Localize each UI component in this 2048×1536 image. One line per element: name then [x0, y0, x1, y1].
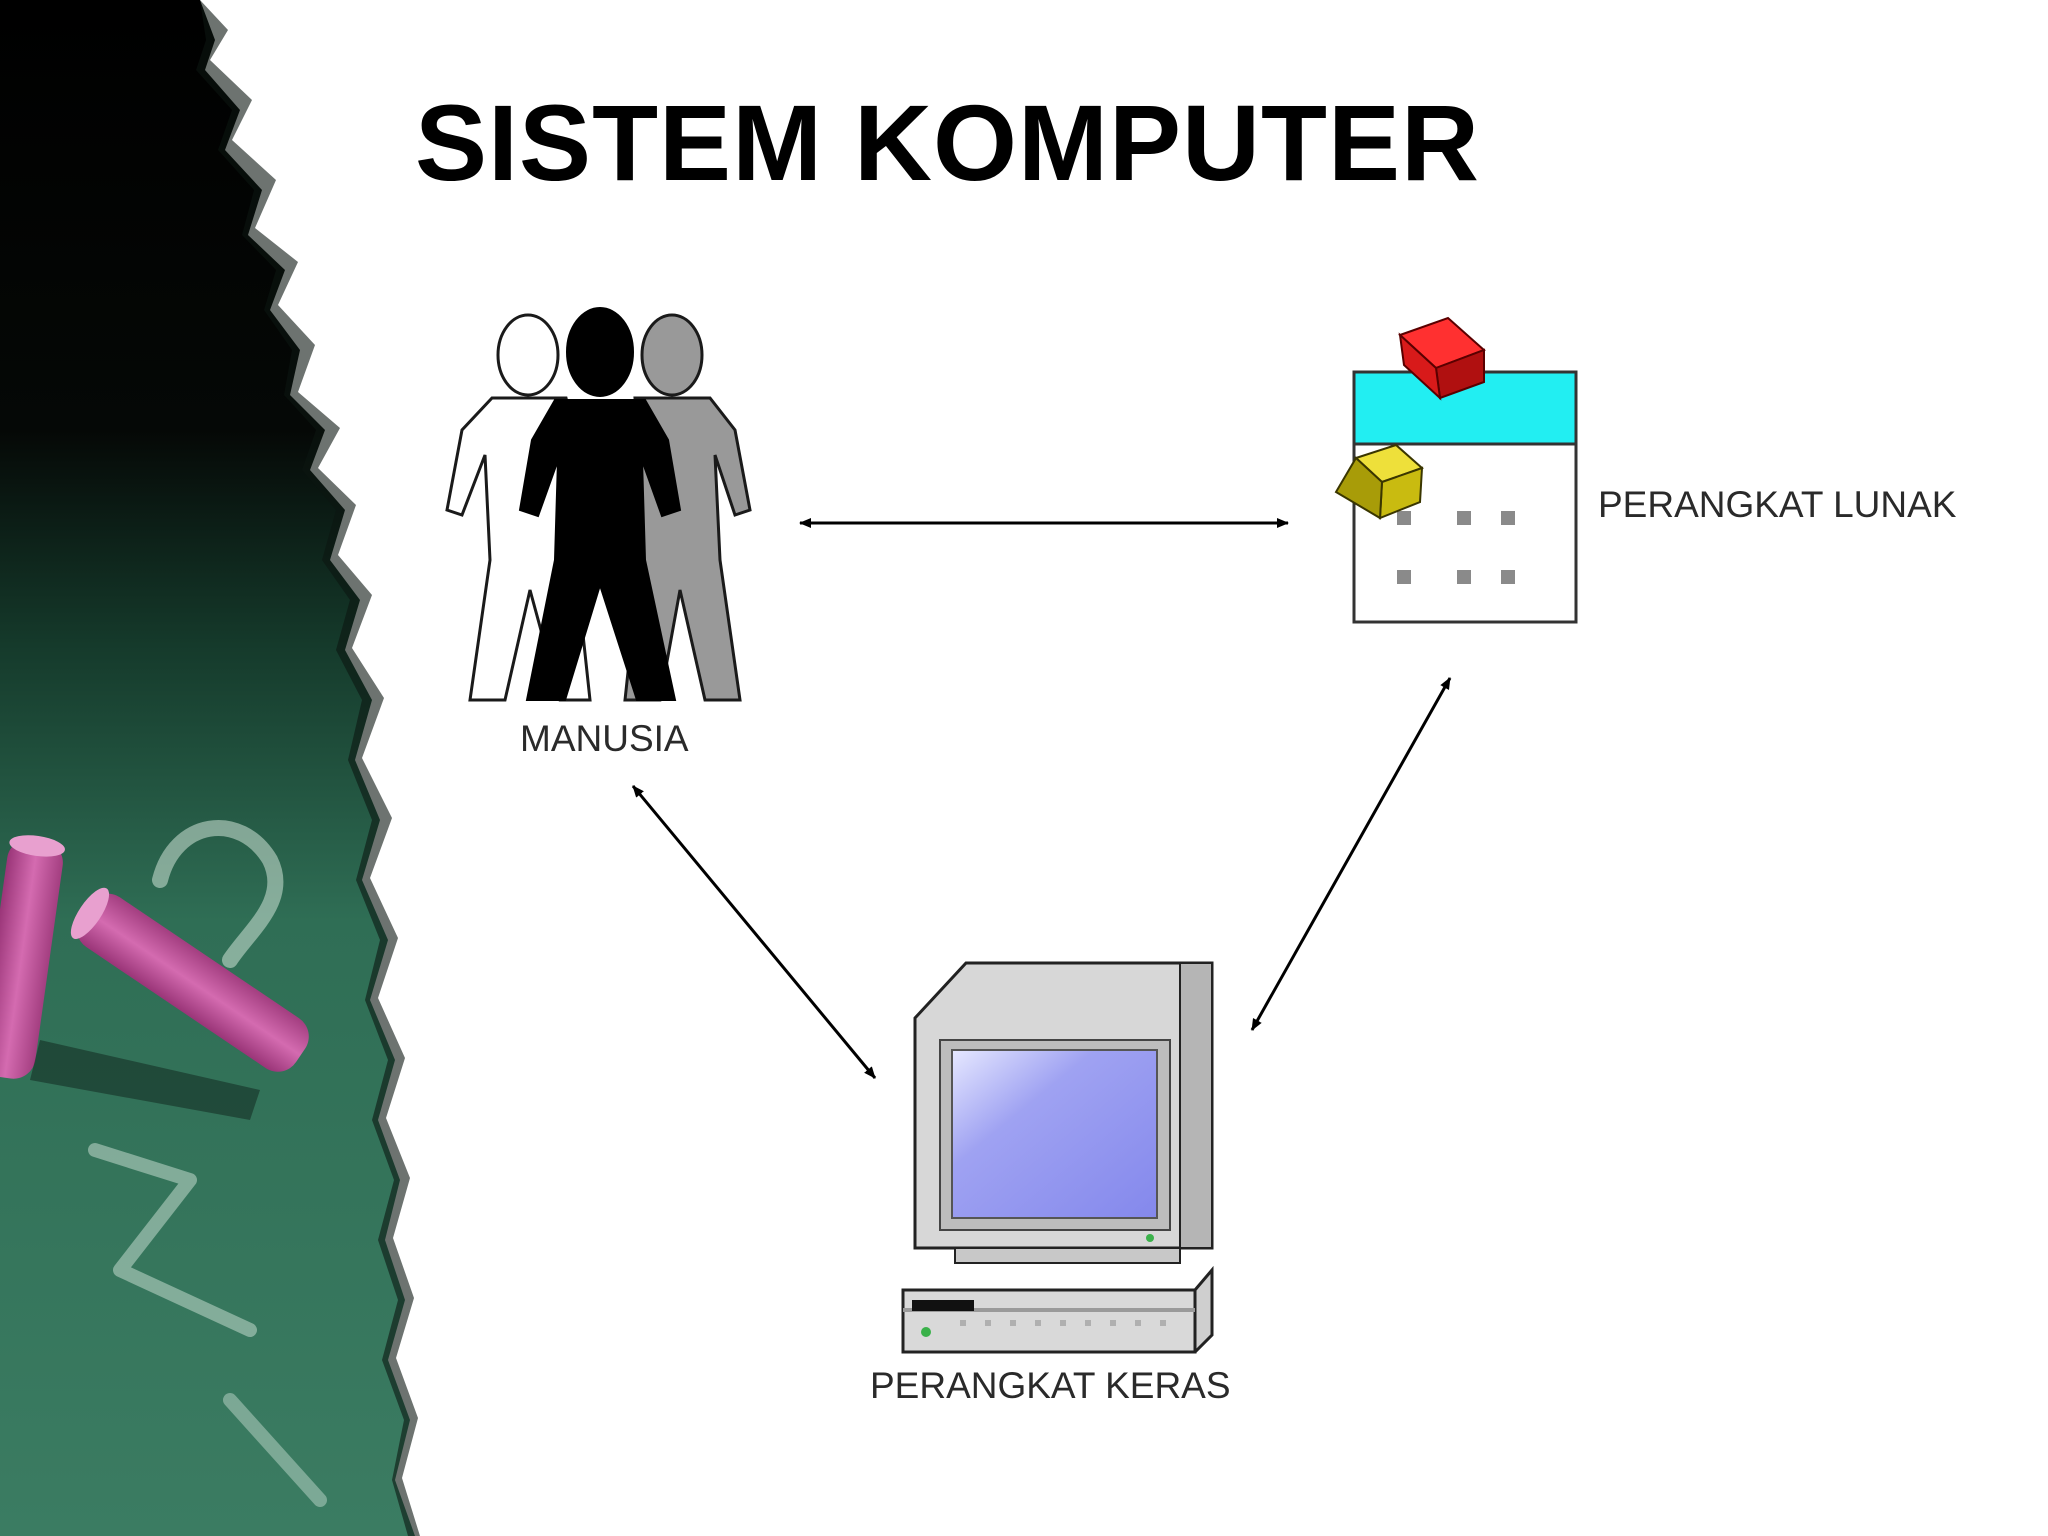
arrow-manusia-perangkat-keras: [631, 785, 877, 1079]
software-window-icon: [1334, 316, 1578, 624]
arrow-perangkat-lunak-perangkat-keras: [1250, 677, 1452, 1031]
chalk-scribble-1: [152, 820, 284, 968]
chalk-scribble-3: [223, 1393, 327, 1507]
label-perangkat-lunak: PERANGKAT LUNAK: [1598, 484, 1957, 525]
computer-icon: [901, 961, 1214, 1354]
people-icon: [445, 307, 752, 702]
brush-fringe: [196, 0, 420, 1536]
yellow-block-icon: [1334, 443, 1424, 520]
chalk-sticks: [0, 835, 309, 1120]
label-perangkat-keras: PERANGKAT KERAS: [870, 1365, 1231, 1406]
slide-title: SISTEM KOMPUTER: [415, 82, 1481, 203]
label-manusia: MANUSIA: [520, 718, 689, 759]
red-block-icon: [1398, 316, 1486, 401]
chalk-scribble-2: [88, 1143, 257, 1337]
